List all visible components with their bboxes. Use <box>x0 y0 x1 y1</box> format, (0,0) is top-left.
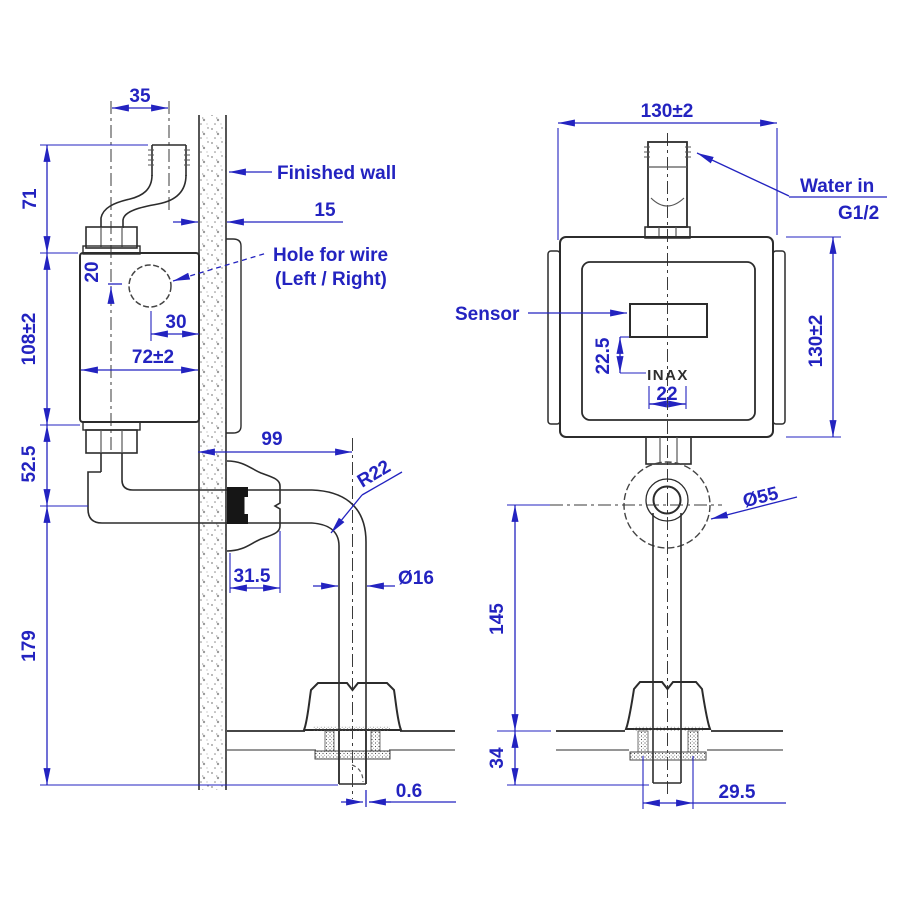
dim-text-72: 72±2 <box>132 347 174 368</box>
dim-spout-drop: 52.5 <box>19 424 88 507</box>
dim-text-22-5: 22.5 <box>593 337 614 374</box>
cone-gasket-front <box>633 726 703 731</box>
locknut-washer <box>314 730 391 784</box>
dim-text-30: 30 <box>165 312 186 333</box>
deck-surface <box>227 730 455 751</box>
spout-flange <box>226 460 281 552</box>
dim-escutcheon-diameter: Ø55 <box>710 483 798 520</box>
gasket-slot <box>244 497 248 514</box>
dim-pipe-length: 145 <box>487 504 722 731</box>
pipe-opening <box>652 485 682 515</box>
dim-text-15: 15 <box>314 200 336 221</box>
dim-text-0-6: 0.6 <box>396 781 422 802</box>
water-in-label-line2: G1/2 <box>838 203 879 224</box>
dim-body-width-front: 130±2 <box>557 101 778 240</box>
label-finished-wall: Finished wall <box>229 163 396 184</box>
mounting-cone <box>302 682 403 731</box>
brand-logo: INAX <box>647 367 689 384</box>
sensor-label: Sensor <box>455 304 520 325</box>
dim-locknut-width: 29.5 <box>642 756 786 809</box>
side-view: 35 71 108±2 52.5 179 15 <box>19 86 456 807</box>
wall-plate <box>226 238 242 434</box>
dim-outlet-offset: 0.6 <box>341 781 456 807</box>
dim-text-o16: Ø16 <box>398 568 434 589</box>
outlet-elbow <box>87 453 228 524</box>
dim-sensor-to-logo: 22.5 <box>593 336 646 374</box>
dim-spout-reach: 99 <box>198 429 352 456</box>
dim-inlet-height: 71 <box>20 144 148 253</box>
label-water-in: Water in G1/2 <box>696 152 887 224</box>
dim-hole-offset-horizontal: 30 <box>150 311 199 341</box>
hole-for-wire-label-line2: (Left / Right) <box>275 269 387 290</box>
dim-logo-width: 22 <box>648 384 687 409</box>
dim-text-71: 71 <box>20 188 41 210</box>
dim-text-20: 20 <box>82 261 103 282</box>
label-hole-for-wire: Hole for wire (Left / Right) <box>172 245 388 290</box>
finished-wall-label: Finished wall <box>277 163 396 184</box>
spout-tube <box>248 489 367 785</box>
dim-body-height-front: 130±2 <box>786 236 841 438</box>
sensor-face-panel <box>581 261 756 421</box>
dim-body-height: 108±2 <box>19 252 78 425</box>
front-view: INAX <box>455 101 887 809</box>
label-sensor: Sensor <box>455 304 627 325</box>
dim-wall-thickness: 15 <box>173 200 343 226</box>
dim-text-130-top: 130±2 <box>641 101 694 122</box>
dim-text-35: 35 <box>129 86 151 107</box>
deck-surface-front <box>556 730 783 751</box>
dim-text-34: 34 <box>487 747 508 769</box>
body-ear-right <box>772 250 786 425</box>
hole-for-wire-label-line1: Hole for wire <box>273 245 388 266</box>
dim-text-130-right: 130±2 <box>806 315 827 368</box>
body-ear-left <box>547 250 561 425</box>
dim-deck-fitting-height: 34 <box>487 730 649 786</box>
dim-flange-projection: 31.5 <box>229 531 281 593</box>
dim-text-o55: Ø55 <box>741 483 781 512</box>
dim-text-52-5: 52.5 <box>19 445 40 482</box>
dim-hole-offset-vertical: 20 <box>82 261 122 304</box>
dim-text-179: 179 <box>19 630 40 662</box>
dim-inlet-offset: 35 <box>112 86 168 112</box>
wire-hole <box>128 264 172 308</box>
dim-spout-pipe-diameter: Ø16 <box>313 568 434 590</box>
inlet-pipe <box>100 144 190 228</box>
cone-gasket <box>313 726 390 731</box>
dim-text-145: 145 <box>487 603 508 635</box>
thread-ticks <box>148 149 190 166</box>
dim-body-width: 72±2 <box>81 347 198 374</box>
wall-gasket <box>227 487 248 524</box>
dim-text-r22: R22 <box>354 456 395 492</box>
supply-nut-top <box>82 226 141 255</box>
dim-text-31-5: 31.5 <box>234 566 271 587</box>
dim-text-108: 108±2 <box>19 313 40 366</box>
locknut-washer-front <box>629 730 707 761</box>
dim-text-29-5: 29.5 <box>719 782 756 803</box>
outlet-nut-front <box>645 436 692 465</box>
escutcheon-ring <box>645 478 689 522</box>
supply-nut-bottom <box>82 421 141 454</box>
dim-text-99: 99 <box>261 429 282 450</box>
front-pipe <box>652 513 682 784</box>
dim-spout-bend-radius: R22 <box>330 456 403 534</box>
water-in-label-line1: Water in <box>800 176 874 197</box>
sensor-window <box>629 303 708 338</box>
dim-text-22: 22 <box>656 384 677 405</box>
mounting-cone-front <box>624 681 712 730</box>
dim-spout-height: 179 <box>19 506 338 786</box>
